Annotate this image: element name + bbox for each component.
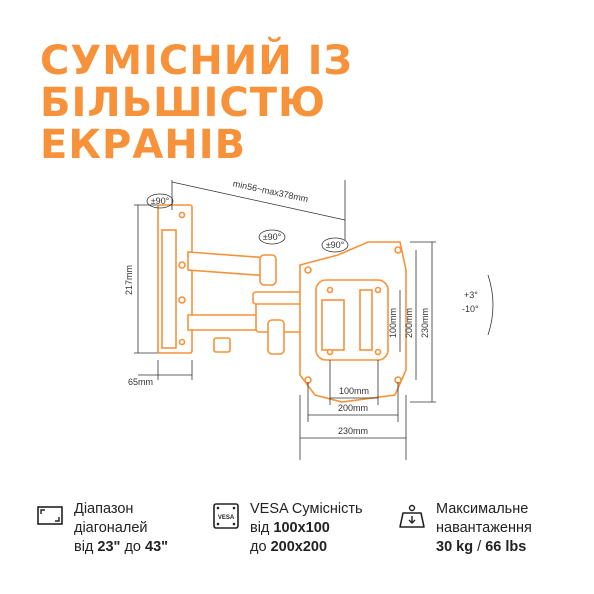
feature-screen-size: Діапазон діагоналей від 23" до 43" bbox=[36, 500, 168, 557]
feature-screen-size-line-2: діагоналей bbox=[74, 520, 148, 536]
feature-vesa-line-2: від 100x100 bbox=[250, 520, 330, 536]
wall-plate bbox=[157, 204, 193, 354]
articulating-arm bbox=[187, 251, 307, 355]
vesa-200-horizontal-label: 200mm bbox=[338, 403, 368, 413]
headline-line-2: БІЛЬШІСТЮ bbox=[40, 80, 326, 126]
wall-height-label: 217mm bbox=[124, 265, 134, 295]
feature-max-load: Максимальне навантаження 30 kg / 66 lbs bbox=[398, 500, 532, 557]
svg-text:±90°: ±90° bbox=[151, 196, 170, 206]
feature-max-load-line-3: 30 kg / 66 lbs bbox=[436, 539, 527, 555]
headline-line-3: ЕКРАНІВ bbox=[40, 122, 247, 168]
feature-vesa: VESA VESA Сумісність від 100x100 до 200x… bbox=[212, 500, 363, 557]
plate-230-vertical-label: 230mm bbox=[420, 308, 430, 338]
vesa-100-horizontal-label: 100mm bbox=[339, 386, 369, 396]
svg-text:VESA: VESA bbox=[218, 515, 235, 521]
feature-screen-size-line-1: Діапазон bbox=[74, 501, 134, 517]
vesa-100-vertical-label: 100mm bbox=[388, 308, 398, 338]
rotation-badge-2: ±90° bbox=[258, 229, 286, 245]
screen-diagonal-icon bbox=[37, 506, 63, 525]
tv-plate bbox=[299, 241, 407, 403]
feature-vesa-line-1: VESA Сумісність bbox=[250, 501, 363, 517]
vesa-200-vertical-label: 200mm bbox=[404, 308, 414, 338]
headline: СУМІСНИЙ ІЗ БІЛЬШІСТЮ ЕКРАНІВ bbox=[40, 40, 540, 166]
mount-diagram: ±90° ±90° ±90° min56~max378mm 217mm 65mm… bbox=[124, 178, 494, 460]
dimension-lines bbox=[134, 180, 494, 460]
vesa-icon: VESA bbox=[213, 503, 239, 529]
plate-230-horizontal-label: 230mm bbox=[338, 426, 368, 436]
headline-line-1: СУМІСНИЙ ІЗ bbox=[40, 38, 353, 84]
svg-text:±90°: ±90° bbox=[263, 232, 282, 242]
svg-text:±90°: ±90° bbox=[326, 240, 345, 250]
tilt-down-label: -10° bbox=[462, 304, 479, 314]
arm-length-label: min56~max378mm bbox=[232, 178, 309, 204]
rotation-badge-3: ±90° bbox=[321, 237, 349, 253]
feature-max-load-line-2: навантаження bbox=[436, 520, 532, 536]
feature-vesa-line-3: до 200x200 bbox=[250, 539, 328, 555]
wall-depth-label: 65mm bbox=[128, 377, 153, 387]
rotation-badge-1: ±90° bbox=[146, 193, 174, 209]
feature-screen-size-line-3: від 23" до 43" bbox=[74, 539, 169, 555]
tilt-up-label: +3° bbox=[464, 290, 478, 300]
feature-max-load-line-1: Максимальне bbox=[436, 501, 529, 517]
weight-load-icon bbox=[399, 504, 425, 528]
